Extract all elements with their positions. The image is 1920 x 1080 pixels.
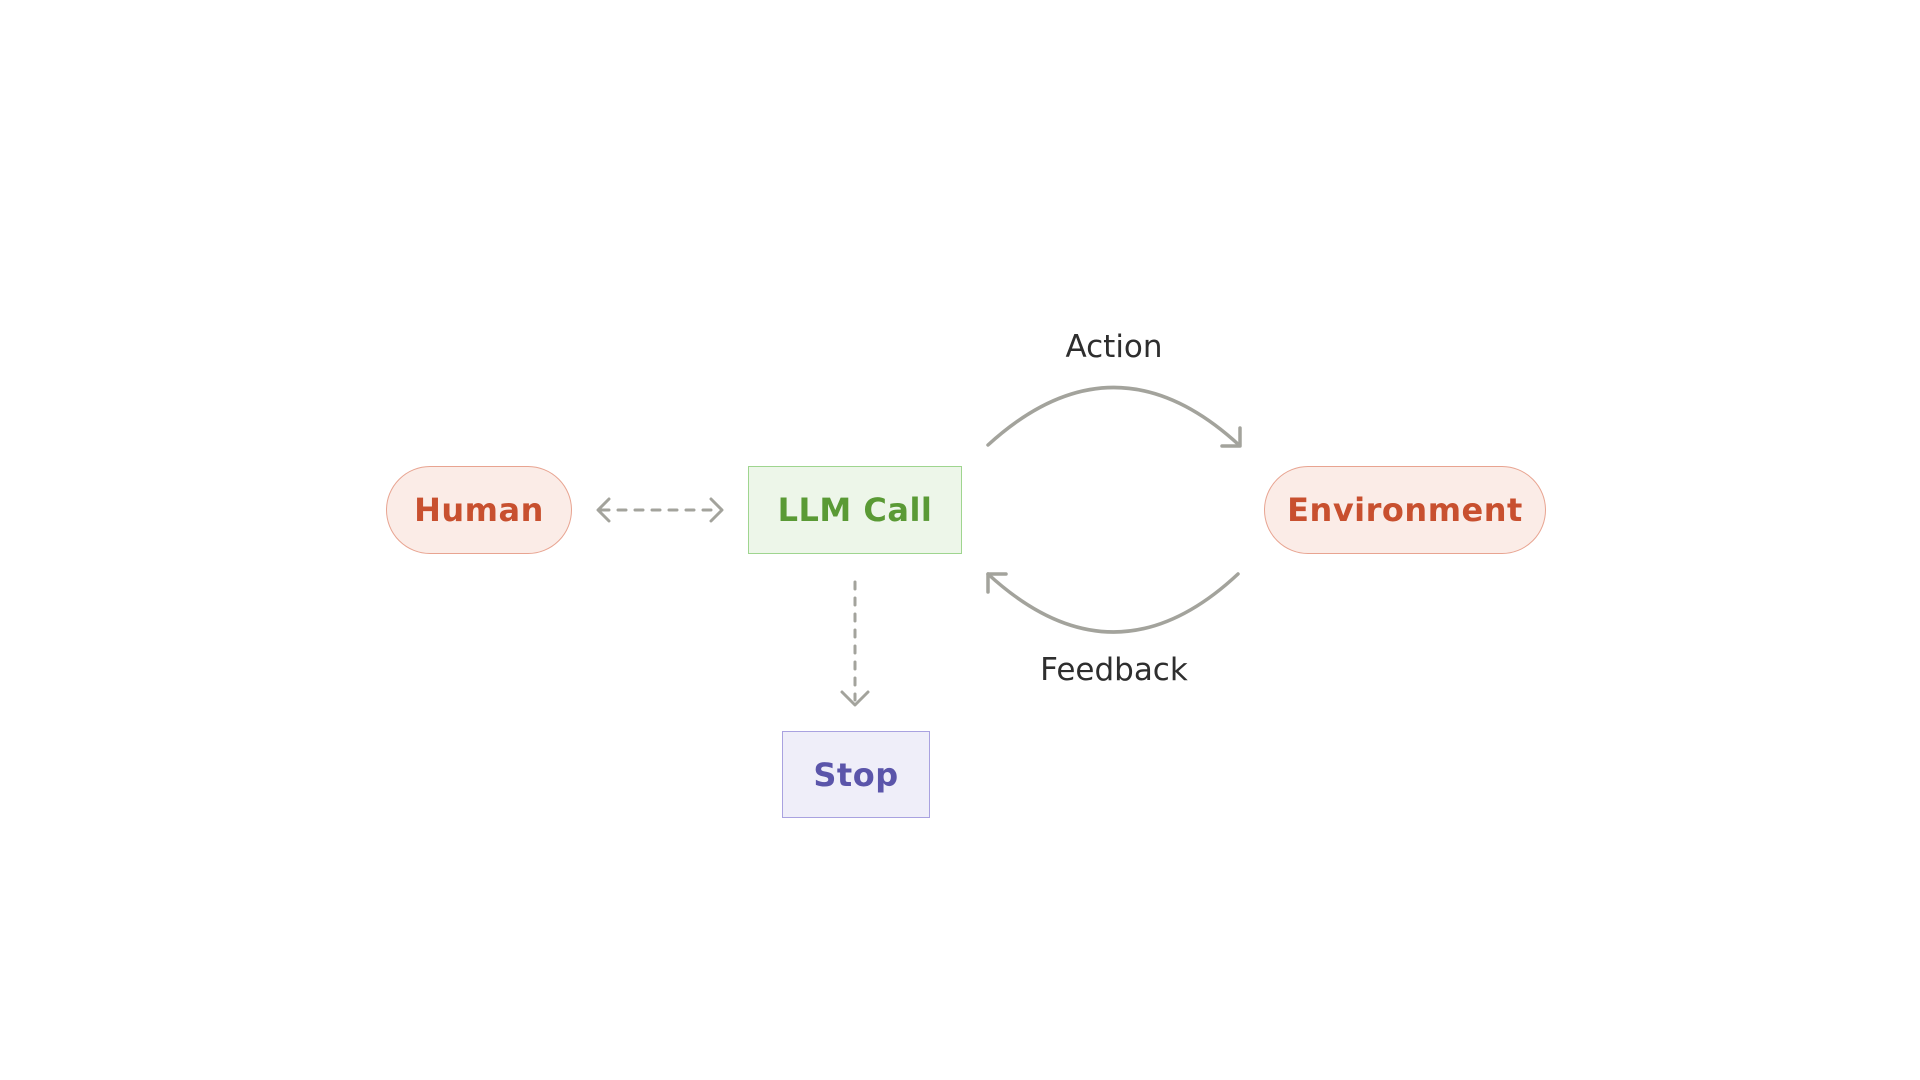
action-arrow [986,385,1242,448]
human-node-label: Human [414,491,544,529]
llm-call-node: LLM Call [748,466,962,554]
llm-stop-arrow [840,580,870,707]
llm-call-node-label: LLM Call [777,491,933,529]
action-label: Action [1065,329,1163,365]
feedback-label: Feedback [1040,652,1188,688]
feedback-arrow [986,572,1240,634]
environment-node: Environment [1264,466,1546,554]
stop-node: Stop [782,731,930,818]
human-node: Human [386,466,572,554]
stop-node-label: Stop [813,755,899,794]
human-llm-bidirectional-arrow [596,497,724,523]
environment-node-label: Environment [1287,491,1523,529]
